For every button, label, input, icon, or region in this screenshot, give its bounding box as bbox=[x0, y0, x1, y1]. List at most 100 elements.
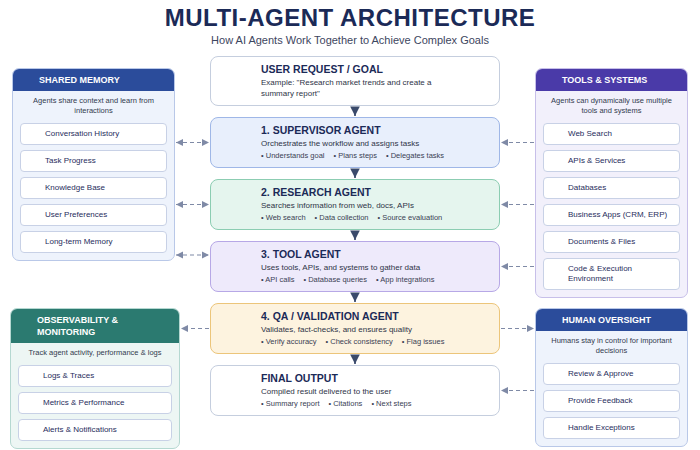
box-title: 3. TOOL AGENT bbox=[261, 248, 461, 261]
list-item: Task Progress bbox=[20, 150, 167, 172]
dashed-connector bbox=[501, 142, 534, 143]
panel-description: Agents can dynamically use multiple tool… bbox=[536, 91, 687, 118]
item-label: Databases bbox=[568, 183, 674, 193]
bullet-row: • Web search• Data collection• Source ev… bbox=[261, 213, 461, 223]
item-label: Alerts & Notifications bbox=[43, 425, 166, 435]
flow-arrow bbox=[354, 169, 356, 178]
list-item: Provide Feedback bbox=[543, 390, 680, 412]
box-title: 1. SUPERVISOR AGENT bbox=[261, 124, 461, 137]
item-label: Metrics & Performance bbox=[43, 398, 166, 408]
item-label: Business Apps (CRM, ERP) bbox=[568, 210, 674, 220]
dashed-connector bbox=[501, 390, 534, 391]
list-item: Metrics & Performance bbox=[18, 392, 172, 414]
panel-header: TOOLS & SYSTEMS bbox=[536, 69, 687, 91]
item-label: Handle Exceptions bbox=[568, 423, 674, 433]
icon-layer bbox=[19, 67, 562, 436]
bullet-item: • API calls bbox=[261, 275, 294, 285]
item-label: Web Search bbox=[568, 129, 674, 139]
bullet-item: • Web search bbox=[261, 213, 306, 223]
request-box: USER REQUEST / GOALExample: "Research ma… bbox=[210, 56, 500, 106]
box-description: Uses tools, APIs, and systems to gather … bbox=[261, 262, 461, 273]
item-list: Conversation HistoryTask ProgressKnowled… bbox=[13, 118, 174, 260]
dashed-connector bbox=[176, 142, 209, 143]
panel-description: Track agent activity, performance & logs bbox=[11, 343, 179, 360]
box-description: Searches information from web, docs, API… bbox=[261, 200, 461, 211]
panel-title: SHARED MEMORY bbox=[39, 74, 168, 86]
list-item: User Preferences bbox=[20, 204, 167, 226]
bullet-item: • Next steps bbox=[371, 399, 411, 409]
list-item: Code & Execution Environment bbox=[543, 258, 680, 290]
bullet-row: • API calls• Database queries• App integ… bbox=[261, 275, 461, 285]
item-label: Conversation History bbox=[45, 129, 161, 139]
list-item: Logs & Traces bbox=[18, 365, 172, 387]
tools-panel: TOOLS & SYSTEMS Agents can dynamically us… bbox=[535, 68, 688, 298]
agent-box: 4. QA / VALIDATION AGENTValidates, fact-… bbox=[210, 303, 500, 354]
item-label: User Preferences bbox=[45, 210, 161, 220]
bullet-item: • Source evaluation bbox=[378, 213, 443, 223]
item-label: Long-term Memory bbox=[45, 237, 161, 247]
bullet-item: • Understands goal bbox=[261, 151, 325, 161]
bullet-item: • Database queries bbox=[303, 275, 367, 285]
panel-header: OBSERVABILITY & MONITORING bbox=[11, 309, 179, 343]
bullet-row: • Understands goal • Plans steps • Delegat… bbox=[261, 151, 461, 161]
box-description: Validates, fact-checks, and ensures qual… bbox=[261, 324, 461, 335]
list-item: Business Apps (CRM, ERP) bbox=[543, 204, 680, 226]
list-item: Handle Exceptions bbox=[543, 417, 680, 439]
box-title: USER REQUEST / GOAL bbox=[261, 63, 461, 76]
dashed-connector bbox=[176, 254, 209, 255]
item-label: APIs & Services bbox=[568, 156, 674, 166]
panel-description: Humans stay in control for important dec… bbox=[536, 331, 687, 358]
list-item: Knowledge Base bbox=[20, 177, 167, 199]
flow-arrow bbox=[354, 293, 356, 302]
dashed-connector bbox=[501, 328, 534, 329]
list-item: Conversation History bbox=[20, 123, 167, 145]
bullet-item: • Plans steps bbox=[334, 151, 377, 161]
agent-box: 1. SUPERVISOR AGENTOrchestrates the work… bbox=[210, 117, 500, 168]
item-list: Logs & TracesMetrics & PerformanceAlerts… bbox=[11, 360, 179, 448]
memory-panel: SHARED MEMORY Agents share context and le… bbox=[12, 68, 175, 261]
panel-title: HUMAN OVERSIGHT bbox=[562, 314, 681, 326]
agent-box: 3. TOOL AGENTUses tools, APIs, and syste… bbox=[210, 241, 500, 292]
dashed-connector bbox=[176, 204, 209, 205]
panel-text: Agents can dynamically use multiple tool… bbox=[546, 96, 677, 116]
dashed-connector bbox=[181, 328, 209, 329]
list-item: Review & Approve bbox=[543, 363, 680, 385]
bullet-item: • Check consistency bbox=[326, 337, 393, 347]
panel-title: OBSERVABILITY & MONITORING bbox=[37, 314, 173, 338]
monitoring-panel: OBSERVABILITY & MONITORING Track agent ac… bbox=[10, 308, 180, 449]
item-label: Review & Approve bbox=[568, 369, 674, 379]
list-item: Long-term Memory bbox=[20, 231, 167, 253]
panel-text: Track agent activity, performance & logs bbox=[21, 348, 169, 358]
item-list: Web SearchAPIs & ServicesDatabasesBusine… bbox=[536, 118, 687, 297]
oversight-panel: HUMAN OVERSIGHT Humans stay in control fo… bbox=[535, 308, 688, 447]
flow-arrow bbox=[354, 355, 356, 364]
list-item: Web Search bbox=[543, 123, 680, 145]
panel-header: SHARED MEMORY bbox=[13, 69, 174, 91]
bullet-row: • Summary report• Citations• Next steps bbox=[261, 399, 461, 409]
list-item: APIs & Services bbox=[543, 150, 680, 172]
box-description: Compiled result delivered to the user bbox=[261, 386, 461, 397]
flow-arrow bbox=[354, 107, 356, 116]
subtitle: How AI Agents Work Together to Achieve C… bbox=[0, 34, 700, 46]
item-label: Provide Feedback bbox=[568, 396, 674, 406]
item-list: Review & ApproveProvide FeedbackHandle E… bbox=[536, 358, 687, 446]
list-item: Documents & Files bbox=[543, 231, 680, 253]
panel-description: Agents share context and learn from inte… bbox=[13, 91, 174, 118]
item-label: Code & Execution Environment bbox=[568, 264, 674, 284]
flow-arrow bbox=[354, 231, 356, 240]
item-label: Knowledge Base bbox=[45, 183, 161, 193]
box-title: FINAL OUTPUT bbox=[261, 372, 461, 385]
item-label: Logs & Traces bbox=[43, 371, 166, 381]
bullet-row: • Verify accuracy• Check consistency• Fl… bbox=[261, 337, 461, 347]
bullet-item: • Flag issues bbox=[402, 337, 445, 347]
bullet-item: • Delegates tasks bbox=[386, 151, 444, 161]
box-title: 4. QA / VALIDATION AGENT bbox=[261, 310, 461, 323]
box-description: Orchestrates the workflow and assigns ta… bbox=[261, 138, 461, 149]
box-description: Example: "Research market trends and cre… bbox=[261, 77, 461, 99]
item-label: Documents & Files bbox=[568, 237, 674, 247]
box-title: 2. RESEARCH AGENT bbox=[261, 186, 461, 199]
list-item: Databases bbox=[543, 177, 680, 199]
output-box: FINAL OUTPUTCompiled result delivered to… bbox=[210, 365, 500, 416]
panel-title: TOOLS & SYSTEMS bbox=[562, 74, 681, 86]
